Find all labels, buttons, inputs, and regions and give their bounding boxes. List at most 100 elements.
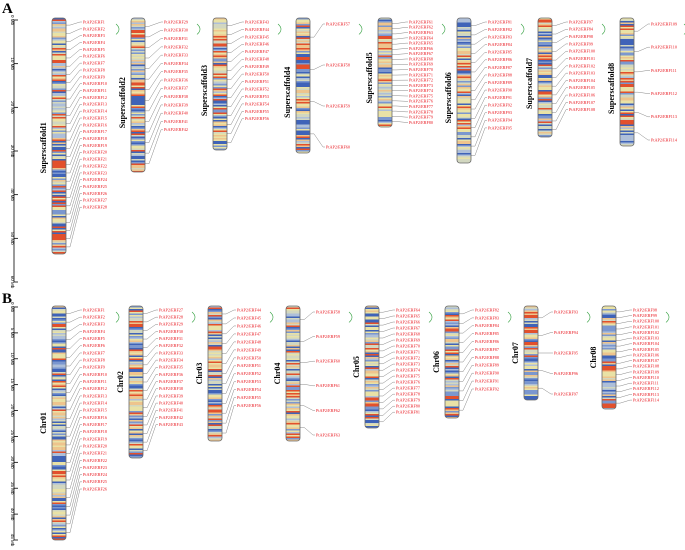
density-band: [445, 351, 459, 353]
density-band: [129, 381, 143, 383]
gene-label: PtAP2/ERF81: [396, 410, 420, 415]
density-band: [286, 342, 300, 344]
density-band: [208, 366, 222, 368]
density-band: [129, 336, 143, 338]
density-band: [365, 412, 379, 415]
density-band: [538, 99, 552, 101]
gene-label: PtAP2/ERF54: [245, 101, 270, 106]
gene-label: PtAP2/ERF26: [83, 191, 107, 196]
density-band: [538, 108, 552, 110]
density-band: [457, 100, 471, 103]
density-band: [213, 81, 227, 83]
gene-label: PtAP2/ERF102: [633, 330, 659, 335]
gene-label: PtAP2/ERF88: [475, 355, 499, 360]
density-band: [378, 27, 392, 29]
density-band: [445, 396, 459, 398]
density-band: [52, 501, 66, 503]
density-band: [52, 198, 66, 200]
density-band: [52, 145, 66, 148]
density-band: [286, 315, 300, 317]
gene-label: PtAP2/ERF1: [83, 19, 105, 24]
density-band: [457, 22, 471, 25]
density-band: [52, 163, 66, 166]
density-band: [602, 372, 616, 374]
density-band: [286, 400, 300, 403]
density-band: [365, 385, 379, 388]
density-band: [538, 28, 552, 31]
density-band: [213, 106, 227, 109]
density-band: [378, 61, 392, 64]
density-band: [602, 334, 616, 337]
density-band: [208, 369, 222, 371]
gene-connector: [66, 49, 82, 59]
density-band: [52, 505, 66, 508]
density-band: [52, 135, 66, 137]
density-band: [286, 405, 300, 407]
density-band: [208, 343, 222, 346]
density-band: [365, 328, 379, 331]
duplication-link: [269, 311, 274, 323]
density-band: [208, 399, 222, 401]
density-band: [129, 403, 143, 406]
scale-tick-label: 20 Mb: [10, 101, 15, 114]
gene-label: PtAP2/ERF61: [316, 383, 340, 388]
gene-connector: [145, 63, 163, 80]
density-band: [538, 129, 552, 131]
density-band: [52, 151, 66, 154]
density-band: [524, 337, 538, 340]
density-band: [131, 103, 145, 106]
density-band: [445, 357, 459, 359]
density-band: [620, 48, 634, 50]
gene-label: PtAP2/ERF36: [164, 77, 188, 82]
scale-tick-label: 50 Mb: [10, 232, 15, 245]
density-band: [129, 324, 143, 326]
density-band: [131, 25, 145, 28]
density-band: [52, 454, 66, 457]
gene-label: PtAP2/ERF84: [488, 42, 513, 47]
density-band: [524, 388, 538, 391]
gene-connector: [66, 69, 82, 83]
gene-connector: [552, 65, 568, 78]
gene-label: PtAP2/ERF74: [409, 88, 434, 93]
density-band: [296, 70, 310, 73]
density-band: [52, 213, 66, 215]
density-band: [602, 333, 616, 335]
gene-connector: [66, 374, 82, 393]
density-band: [445, 387, 459, 389]
gene-connector: [143, 359, 158, 374]
gene-label: PtAP2/ERF14: [83, 400, 108, 405]
density-band: [208, 412, 222, 415]
density-band: [620, 34, 634, 37]
density-band: [365, 396, 379, 398]
chromosome-name: Chr08: [589, 347, 598, 369]
density-band: [620, 79, 634, 82]
density-band: [52, 48, 66, 50]
density-band: [457, 52, 471, 55]
density-band: [129, 328, 143, 331]
density-band: [208, 385, 222, 388]
gene-label: PtAP2/ERF111: [651, 68, 677, 73]
density-band: [208, 315, 222, 317]
gene-label: PtAP2/ERF107: [569, 100, 595, 105]
density-band: [457, 160, 471, 163]
gene-label: PtAP2/ERF88: [488, 72, 512, 77]
density-band: [538, 109, 552, 112]
chromosome-chr05: Chr05PtAP2/ERF64PtAP2/ERF65PtAP2/ERF66Pt…: [352, 305, 433, 429]
density-band: [52, 34, 66, 37]
density-band: [538, 43, 552, 46]
density-band: [52, 28, 66, 31]
gene-label: PtAP2/ERF60: [326, 144, 350, 149]
density-band: [213, 27, 227, 29]
density-band: [52, 420, 66, 422]
gene-connector: [227, 88, 244, 107]
density-band: [131, 117, 145, 119]
density-band: [131, 57, 145, 59]
density-band: [52, 42, 66, 44]
density-bands: [378, 18, 392, 127]
gene-label: PtAP2/ERF17: [83, 129, 107, 134]
density-band: [445, 312, 459, 314]
gene-label: PtAP2/ERF20: [83, 443, 107, 448]
gene-label: PtAP2/ERF68: [396, 331, 420, 336]
density-band: [129, 318, 143, 320]
gene-connector: [552, 102, 568, 122]
